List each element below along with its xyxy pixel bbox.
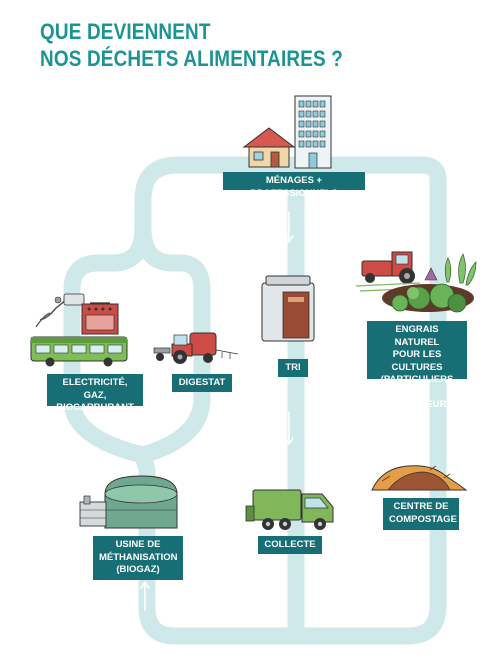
label-engrais-naturel: ENGRAIS NATUREL POUR LES CULTURES (PARTI…	[367, 321, 467, 410]
stove-icon	[81, 302, 119, 335]
gas-pump-icon	[35, 293, 85, 328]
title-line-1: QUE DEVIENNENT	[40, 19, 211, 44]
house-icon	[242, 127, 296, 168]
outer-loop-path	[138, 156, 447, 645]
compost-heap-icon	[371, 465, 468, 491]
label-electricite-gaz-biocarburant: ELECTRICITÉ, GAZ, BIOCARBURANT	[47, 374, 143, 413]
arrow-up-from-compost	[409, 403, 419, 441]
label-digestat: DIGESTAT	[172, 374, 232, 392]
left-branch-path	[63, 156, 187, 464]
arrow-down-to-tri	[284, 211, 294, 243]
label-usine-methanisation: USINE DE MÉTHANISATION (BIOGAZ)	[93, 536, 183, 580]
page-title: QUE DEVIENNENT NOS DÉCHETS ALIMENTAIRES …	[40, 18, 343, 72]
arrow-down-to-collecte	[284, 411, 294, 445]
title-line-2: NOS DÉCHETS ALIMENTAIRES ?	[40, 46, 344, 71]
label-tri: TRI	[278, 359, 308, 377]
cycle-paths	[63, 156, 447, 645]
arrow-up-to-usine	[140, 581, 150, 611]
label-centre-compostage: CENTRE DE COMPOSTAGE	[383, 498, 459, 530]
building-icon	[294, 95, 332, 169]
bus-icon	[30, 336, 128, 367]
flow-arrows	[140, 211, 419, 611]
garbage-truck-icon	[245, 489, 334, 530]
sorting-bin-icon	[261, 275, 315, 342]
right-branch-path	[134, 219, 211, 464]
stem-path	[134, 446, 156, 479]
methanizer-dome-icon	[79, 475, 178, 529]
label-menages-professionnels: MÉNAGES + PROFESSIONNELS	[223, 172, 365, 199]
digestat-tractor-icon	[153, 332, 239, 364]
label-collecte: COLLECTE	[258, 536, 322, 554]
crops-icon	[382, 253, 477, 313]
